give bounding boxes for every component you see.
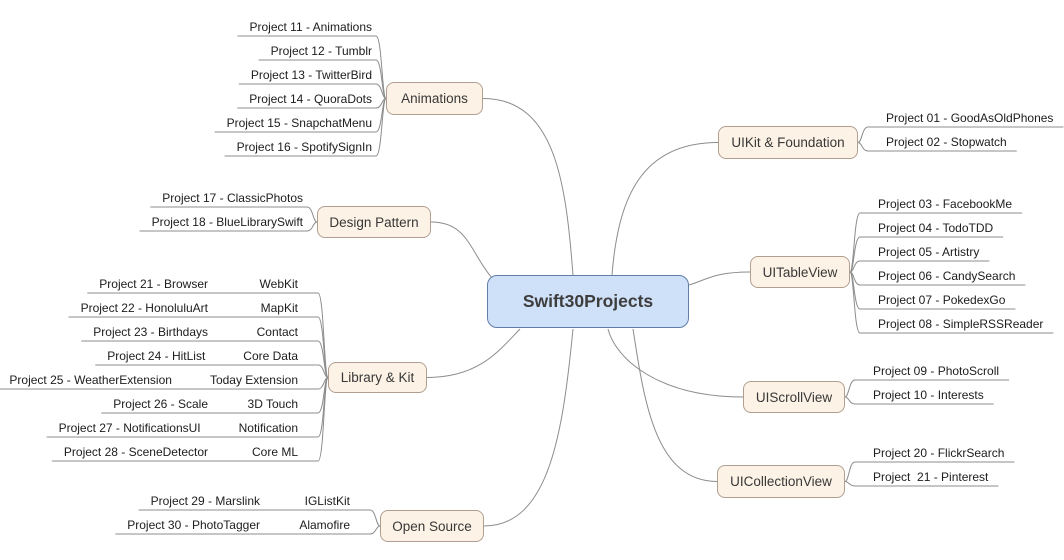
central-topic-label: Swift30Projects: [522, 291, 654, 311]
branch-design-pattern[interactable]: Design Pattern: [317, 206, 431, 238]
leaf-label: Project 13 - TwitterBird: [250, 68, 372, 82]
leaf-label: Project 15 - SnapchatMenu: [226, 116, 372, 130]
branch-uiscrollview[interactable]: UIScrollView: [743, 381, 845, 413]
leaf-project-label: Project 24 - HitList: [107, 349, 206, 363]
leaf-project-05[interactable]: Project 05 - Artistry: [860, 244, 983, 260]
leaf-project-21[interactable]: Project 21 - Browser WebKit: [93, 276, 318, 292]
central-topic[interactable]: Swift30Projects: [487, 275, 689, 328]
leaf-project-15[interactable]: Project 15 - SnapchatMenu: [221, 115, 376, 131]
leaf-label: Project 07 - PokedexGo: [878, 293, 1006, 307]
leaf-project-17[interactable]: Project 17 - ClassicPhotos: [156, 190, 307, 206]
leaf-project-11[interactable]: Project 11 - Animations: [243, 19, 376, 35]
leaf-project-02[interactable]: Project 02 - Stopwatch: [868, 134, 1011, 150]
leaf-project-03[interactable]: Project 03 - FacebookMe: [860, 196, 1016, 212]
leaf-project-label: Project 29 - Marslink: [150, 494, 260, 508]
leaf-project-28[interactable]: Project 28 - SceneDetector Core ML: [58, 444, 318, 460]
leaf-kit-label: 3D Touch: [247, 397, 298, 411]
leaf-project-label: Project 28 - SceneDetector: [63, 445, 208, 459]
branch-animations[interactable]: Animations: [386, 82, 483, 115]
leaf-label: Project 02 - Stopwatch: [886, 135, 1007, 149]
leaf-project-label: Project 30 - PhotoTagger: [127, 518, 260, 532]
leaf-project-18[interactable]: Project 18 - BlueLibrarySwift: [146, 214, 307, 230]
leaf-kit-label: WebKit: [259, 277, 298, 291]
leaf-kit-label: Notification: [238, 421, 298, 435]
leaf-project-09[interactable]: Project 09 - PhotoScroll: [855, 363, 1003, 379]
leaf-project-29[interactable]: Project 29 - Marslink IGListKit: [145, 493, 370, 509]
leaf-kit-label: MapKit: [260, 301, 298, 315]
branch-label: UITableView: [762, 264, 838, 280]
leaf-label: Project 11 - Animations: [249, 20, 372, 34]
leaf-project-20[interactable]: Project 20 - FlickrSearch: [855, 445, 1008, 461]
leaf-label: Project 12 - Tumblr: [270, 44, 372, 58]
leaf-project-23[interactable]: Project 23 - Birthdays Contact: [87, 324, 318, 340]
leaf-project-13[interactable]: Project 13 - TwitterBird: [245, 67, 376, 83]
leaf-project-07[interactable]: Project 07 - PokedexGo: [860, 292, 1009, 308]
leaf-kit-label: Core Data: [243, 349, 298, 363]
leaf-project-label: Project 25 - WeatherExtension: [9, 373, 172, 387]
leaf-label: Project 01 - GoodAsOldPhones: [886, 111, 1054, 125]
leaf-label: Project 17 - ClassicPhotos: [162, 191, 303, 205]
branch-label: Animations: [401, 91, 468, 106]
leaf-label: Project 21 - Pinterest: [873, 470, 989, 484]
leaf-kit-label: Alamofire: [299, 518, 350, 532]
leaf-project-label: Project 27 - NotificationsUI: [58, 421, 201, 435]
branch-label: UIKit & Foundation: [731, 135, 845, 150]
leaf-project-06[interactable]: Project 06 - CandySearch: [860, 268, 1019, 284]
branch-uikit-foundation[interactable]: UIKit & Foundation: [718, 126, 858, 159]
leaf-kit-label: Contact: [256, 325, 298, 339]
branch-label: Design Pattern: [329, 214, 419, 230]
leaf-project-label: Project 26 - Scale: [113, 397, 208, 411]
leaf-kit-label: IGListKit: [304, 494, 350, 508]
leaf-kit-label: Today Extension: [209, 373, 298, 387]
leaf-label: Project 14 - QuoraDots: [249, 92, 372, 106]
leaf-label: Project 09 - PhotoScroll: [873, 364, 1000, 378]
leaf-project-12[interactable]: Project 12 - Tumblr: [265, 43, 376, 59]
leaf-project-04[interactable]: Project 04 - TodoTDD: [860, 220, 997, 236]
leaf-label: Project 06 - CandySearch: [878, 269, 1016, 283]
branch-label: Open Source: [392, 518, 472, 534]
branch-label: UIScrollView: [755, 389, 833, 405]
leaf-project-22[interactable]: Project 22 - HonoluluArt MapKit: [75, 300, 318, 316]
leaf-kit-label: Core ML: [251, 445, 298, 459]
leaf-project-24[interactable]: Project 24 - HitList Core Data: [101, 348, 318, 364]
branch-uicollectionview[interactable]: UICollectionView: [717, 465, 845, 498]
leaf-project-label: Project 23 - Birthdays: [93, 325, 208, 339]
leaf-label: Project 03 - FacebookMe: [878, 197, 1013, 211]
leaf-label: Project 20 - FlickrSearch: [873, 446, 1005, 460]
leaf-project-26[interactable]: Project 26 - Scale 3D Touch: [107, 396, 318, 412]
leaf-label: Project 18 - BlueLibrarySwift: [151, 215, 303, 229]
branch-library-and-kit[interactable]: Library & Kit: [328, 362, 427, 393]
leaf-project-label: Project 22 - HonoluluArt: [80, 301, 208, 315]
leaf-project-14[interactable]: Project 14 - QuoraDots: [243, 91, 376, 107]
leaf-project-16[interactable]: Project 16 - SpotifySignIn: [231, 139, 376, 155]
branch-uitableview[interactable]: UITableView: [750, 256, 850, 288]
leaf-label: Project 08 - SimpleRSSReader: [878, 317, 1044, 331]
leaf-label: Project 10 - Interests: [873, 388, 984, 402]
leaf-label: Project 05 - Artistry: [878, 245, 980, 259]
branch-label: Library & Kit: [340, 370, 415, 385]
leaf-project-27[interactable]: Project 27 - NotificationsUI Notification: [53, 420, 318, 436]
leaf-project-25[interactable]: Project 25 - WeatherExtension Today Exten…: [3, 372, 318, 388]
leaf-project-30[interactable]: Project 30 - PhotoTagger Alamofire: [121, 517, 370, 533]
leaf-project-label: Project 21 - Browser: [99, 277, 208, 291]
branch-label: UICollectionView: [730, 474, 832, 489]
leaf-project-21[interactable]: Project 21 - Pinterest: [855, 469, 992, 485]
leaf-project-01[interactable]: Project 01 - GoodAsOldPhones: [868, 110, 1057, 126]
leaf-project-10[interactable]: Project 10 - Interests: [855, 387, 988, 403]
leaf-label: Project 16 - SpotifySignIn: [236, 140, 372, 154]
branch-open-source[interactable]: Open Source: [380, 510, 484, 542]
leaf-label: Project 04 - TodoTDD: [878, 221, 994, 235]
leaf-project-08[interactable]: Project 08 - SimpleRSSReader: [860, 316, 1047, 332]
